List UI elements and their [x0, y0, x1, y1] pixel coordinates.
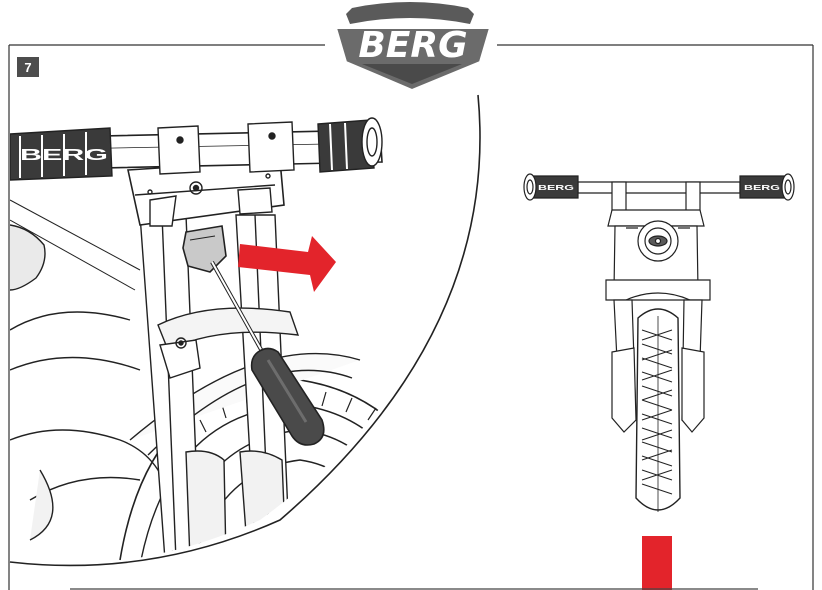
- step-number: 7: [24, 60, 31, 75]
- closeup-view: BERG: [10, 117, 461, 565]
- grip-text-small-right: BERG: [744, 185, 781, 192]
- red-marker: [642, 536, 672, 590]
- logo-text: BERG: [358, 25, 467, 66]
- grip-text-large: BERG: [20, 147, 108, 164]
- step-badge: 7: [17, 57, 39, 77]
- frame-border: [8, 44, 814, 590]
- bike-front-view: BERG BERG: [523, 173, 795, 512]
- red-arrow: [238, 236, 336, 292]
- grip-text-small-left: BERG: [538, 185, 575, 192]
- closeup-circle-edge: [9, 94, 481, 567]
- berg-logo: BERG: [334, 2, 492, 92]
